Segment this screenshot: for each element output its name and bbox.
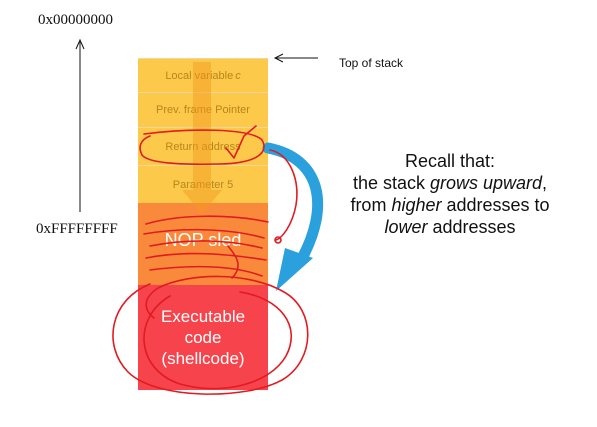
local-variable-label: Local variable <box>165 69 234 82</box>
shellcode-line-2: code <box>184 328 222 347</box>
stack-cell-local-variable: Local variable c <box>138 58 268 93</box>
nop-sled-label: NOP sled <box>164 230 242 250</box>
top-of-stack-arrow <box>273 53 318 63</box>
return-address-label: Return address <box>165 140 241 153</box>
stack-growth-arrow <box>182 62 222 214</box>
prev-frame-pointer-label: Prev. frame Pointer <box>156 104 250 116</box>
low-address-label: 0x00000000 <box>38 12 113 28</box>
top-of-stack-label: Top of stack <box>339 56 404 70</box>
recall-line-4: lower addresses <box>384 217 516 237</box>
shellcode-line-3: (shellcode) <box>161 349 245 368</box>
stack-cell-prev-frame-pointer: Prev. frame Pointer <box>138 93 268 128</box>
recall-note: Recall that: the stack grows upward, fro… <box>330 150 570 238</box>
recall-line-1: Recall that: <box>404 151 496 171</box>
address-direction-arrow <box>75 38 85 212</box>
parameter-label: Parameter 5 <box>173 178 234 191</box>
high-address-label: 0xFFFFFFFF <box>36 221 118 237</box>
local-variable-name: c <box>235 69 241 82</box>
red-ink-annotations <box>112 125 309 395</box>
blue-redirect-arrow <box>262 142 324 291</box>
stack-cell-parameter: Parameter 5 <box>138 166 268 203</box>
shellcode-line-1: Executable <box>160 307 246 326</box>
recall-line-3: from higher addresses to <box>350 195 550 215</box>
recall-line-2: the stack grows upward, <box>352 173 548 193</box>
